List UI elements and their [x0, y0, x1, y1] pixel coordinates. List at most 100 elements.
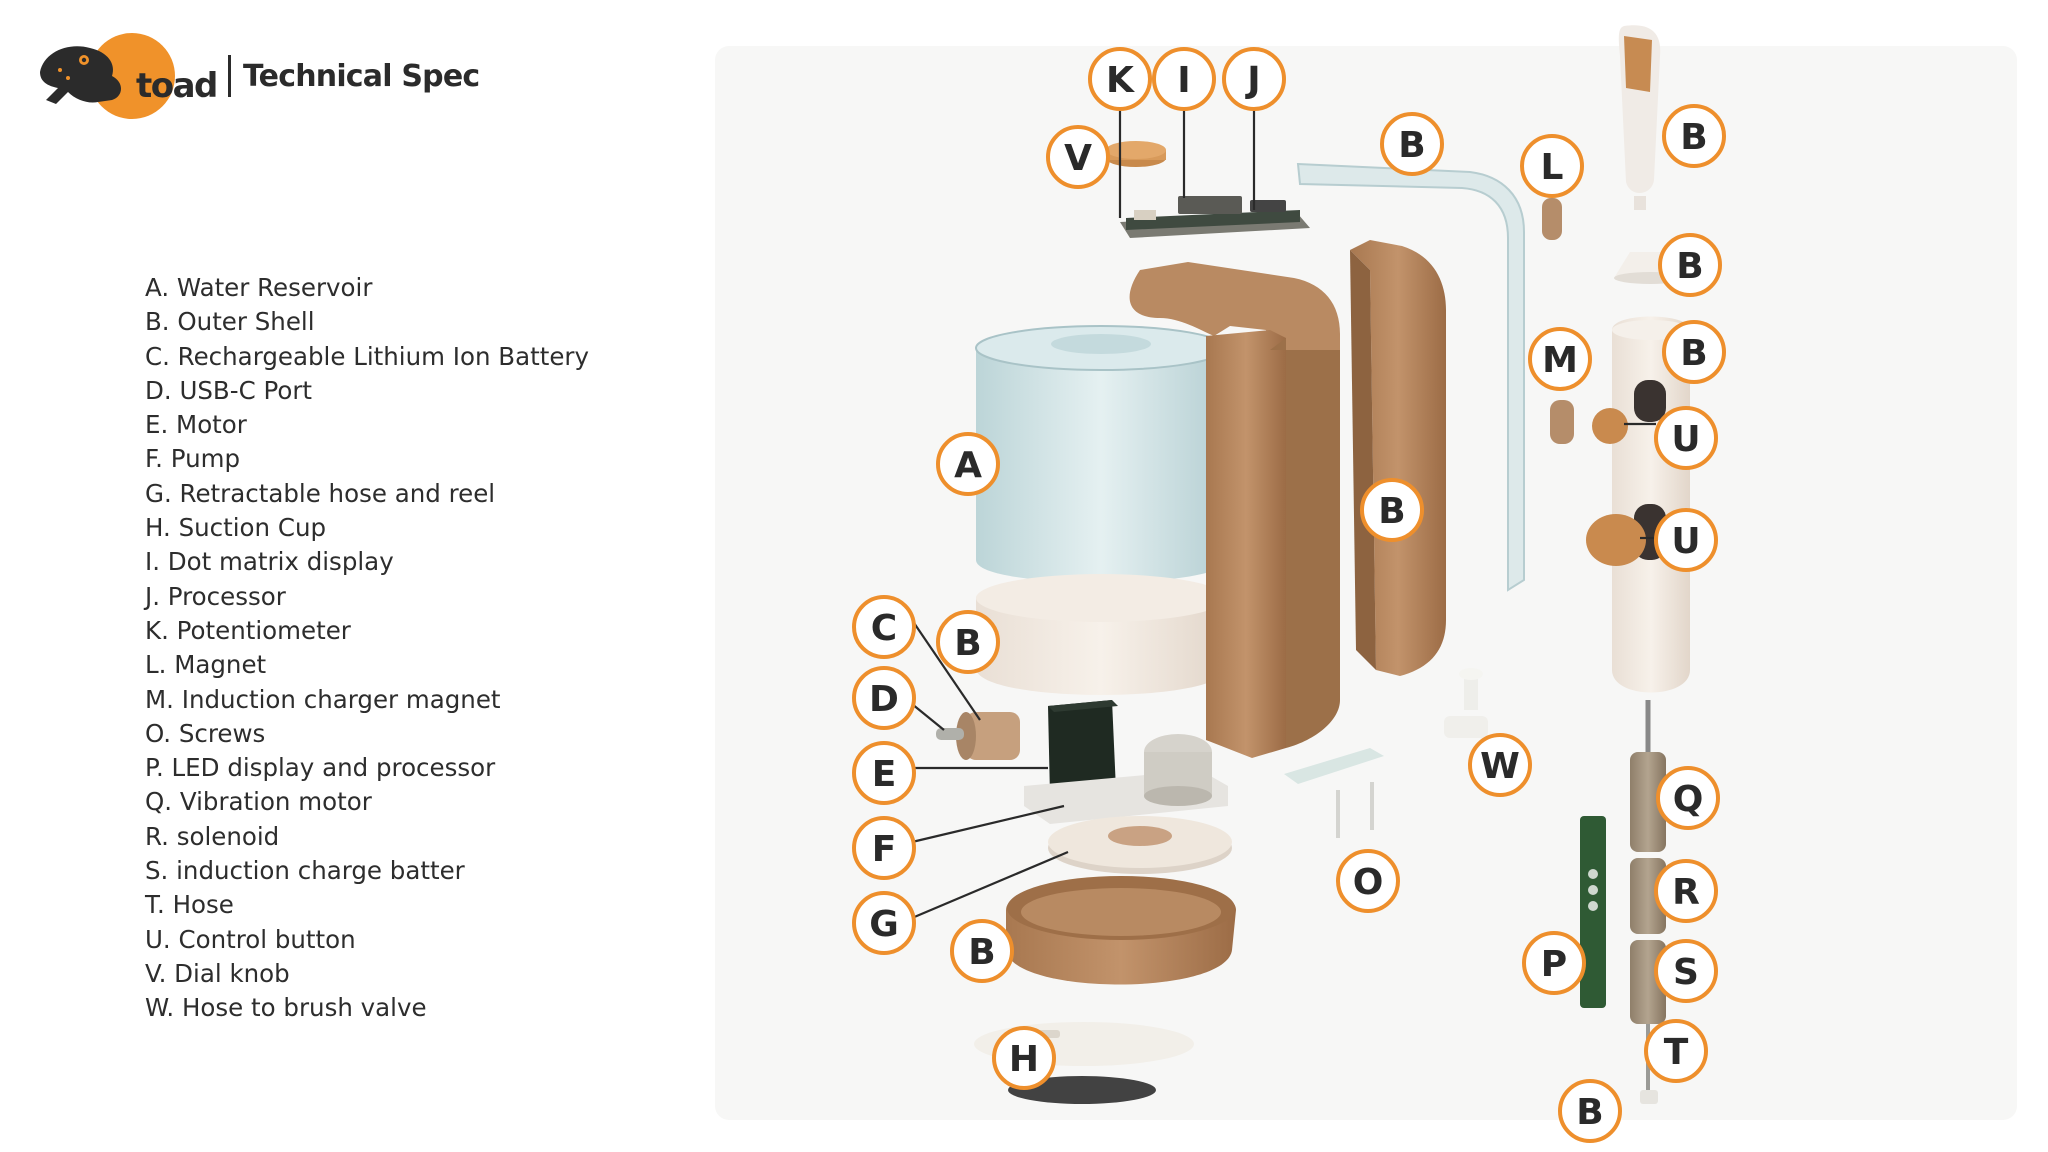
- hose-valve: [1444, 668, 1488, 738]
- water-reservoir: [975, 325, 1227, 583]
- magnet: [1542, 198, 1562, 240]
- callout-b-end: B: [1558, 1079, 1622, 1143]
- battery: [956, 712, 1020, 760]
- callout-i: I: [1152, 47, 1216, 111]
- callout-e: E: [852, 741, 916, 805]
- callout-g: G: [852, 891, 916, 955]
- legend-item: L. Magnet: [145, 650, 267, 680]
- legend-item: K. Potentiometer: [145, 615, 351, 645]
- legend-item: Q. Vibration motor: [145, 787, 372, 817]
- callout-text: B: [1398, 125, 1425, 166]
- callout-k: K: [1088, 47, 1152, 111]
- callout-text: B: [1576, 1092, 1603, 1133]
- legend-item: I. Dot matrix display: [145, 547, 394, 577]
- callout-text: B: [968, 932, 995, 973]
- control-button-1: [1592, 408, 1628, 444]
- callout-text: P: [1541, 944, 1567, 985]
- callout-text: U: [1671, 521, 1700, 562]
- usb-c-port: [936, 728, 964, 740]
- callout-text: E: [872, 754, 897, 795]
- legend-item: H. Suction Cup: [145, 513, 327, 543]
- callout-text: J: [1244, 60, 1260, 101]
- led-board: [1580, 816, 1606, 1008]
- callout-text: B: [1680, 117, 1707, 158]
- valve-bracket: [1284, 748, 1384, 838]
- callout-b-brush: B: [1662, 104, 1726, 168]
- callout-l: L: [1520, 134, 1584, 198]
- callout-u-2: U: [1654, 508, 1718, 572]
- callout-b-base: B: [936, 610, 1000, 674]
- callout-t: T: [1644, 1019, 1708, 1083]
- callout-text: A: [954, 445, 982, 486]
- legend-item: V. Dial knob: [145, 958, 290, 988]
- toad-icon: [40, 33, 175, 119]
- pcb-assembly: [1120, 196, 1310, 238]
- callout-o: O: [1336, 849, 1400, 913]
- base-shell: [976, 574, 1226, 695]
- cork-shell-back: [1350, 240, 1446, 676]
- callout-text: O: [1353, 862, 1384, 903]
- callout-b-shell: B: [1360, 478, 1424, 542]
- legend-item: A. Water Reservoir: [145, 273, 373, 302]
- callout-text: C: [871, 608, 897, 649]
- callout-text: W: [1480, 746, 1520, 787]
- legend-item: G. Retractable hose and reel: [145, 478, 496, 508]
- callout-text: Q: [1673, 779, 1704, 820]
- callout-q: Q: [1656, 766, 1720, 830]
- callout-text: H: [1009, 1039, 1039, 1080]
- legend-item: O. Screws: [145, 718, 266, 748]
- callout-d: D: [852, 666, 916, 730]
- logo-word: toad: [136, 66, 218, 106]
- callout-text: G: [869, 904, 899, 945]
- motor: [1048, 700, 1118, 796]
- legend-item: D. USB-C Port: [145, 375, 313, 405]
- legend-item: F. Pump: [145, 444, 241, 474]
- callout-text: D: [869, 679, 899, 720]
- toad-logo: toad: [38, 30, 218, 122]
- legend-item: W. Hose to brush valve: [145, 993, 427, 1023]
- callout-text: L: [1541, 147, 1564, 188]
- page-title: Technical Spec: [243, 58, 480, 94]
- callout-u-1: U: [1654, 406, 1718, 470]
- brand: toad Technical Spec: [38, 30, 480, 122]
- callout-j: J: [1222, 47, 1286, 111]
- callout-b-handle: B: [1662, 320, 1726, 384]
- callout-text: U: [1671, 419, 1700, 460]
- control-button-2: [1586, 514, 1646, 566]
- solenoid: [1630, 858, 1666, 934]
- legend-item: R. solenoid: [145, 821, 280, 851]
- pump-base: [1024, 734, 1228, 824]
- callout-text: F: [872, 829, 897, 870]
- callout-a: A: [936, 432, 1000, 496]
- callout-text: T: [1664, 1032, 1689, 1073]
- legend-item: J. Processor: [145, 581, 286, 611]
- cork-shell-front: [1129, 262, 1340, 758]
- callout-f: F: [852, 816, 916, 880]
- callout-r: R: [1654, 859, 1718, 923]
- brush-head: [1618, 25, 1661, 210]
- leader-c: [911, 619, 981, 721]
- callout-text: B: [1378, 491, 1405, 532]
- callout-text: R: [1672, 872, 1700, 913]
- induction-magnet: [1550, 400, 1574, 444]
- callout-s: S: [1654, 939, 1718, 1003]
- brand-divider: [228, 55, 231, 97]
- callout-text: B: [1676, 246, 1703, 287]
- leader-lines: [911, 104, 1656, 920]
- legend-item: M. Induction charger magnet: [145, 684, 501, 714]
- leader-g: [911, 850, 1069, 920]
- leader-f: [911, 804, 1065, 844]
- callout-text: M: [1542, 340, 1578, 381]
- vibration-motor: [1630, 752, 1666, 852]
- callout-text: I: [1177, 60, 1190, 101]
- callout-h: H: [992, 1026, 1056, 1090]
- legend-item: B. Outer Shell: [145, 307, 315, 337]
- callout-b-brushcap: B: [1658, 233, 1722, 297]
- callout-b-top: B: [1380, 112, 1444, 176]
- leader-d: [911, 703, 945, 731]
- callout-m: M: [1528, 327, 1592, 391]
- legend-item: C. Rechargeable Lithium Ion Battery: [145, 341, 589, 371]
- parts-legend: A. Water Reservoir B. Outer Shell C. Rec…: [145, 271, 589, 1026]
- legend-item: P. LED display and processor: [145, 753, 496, 783]
